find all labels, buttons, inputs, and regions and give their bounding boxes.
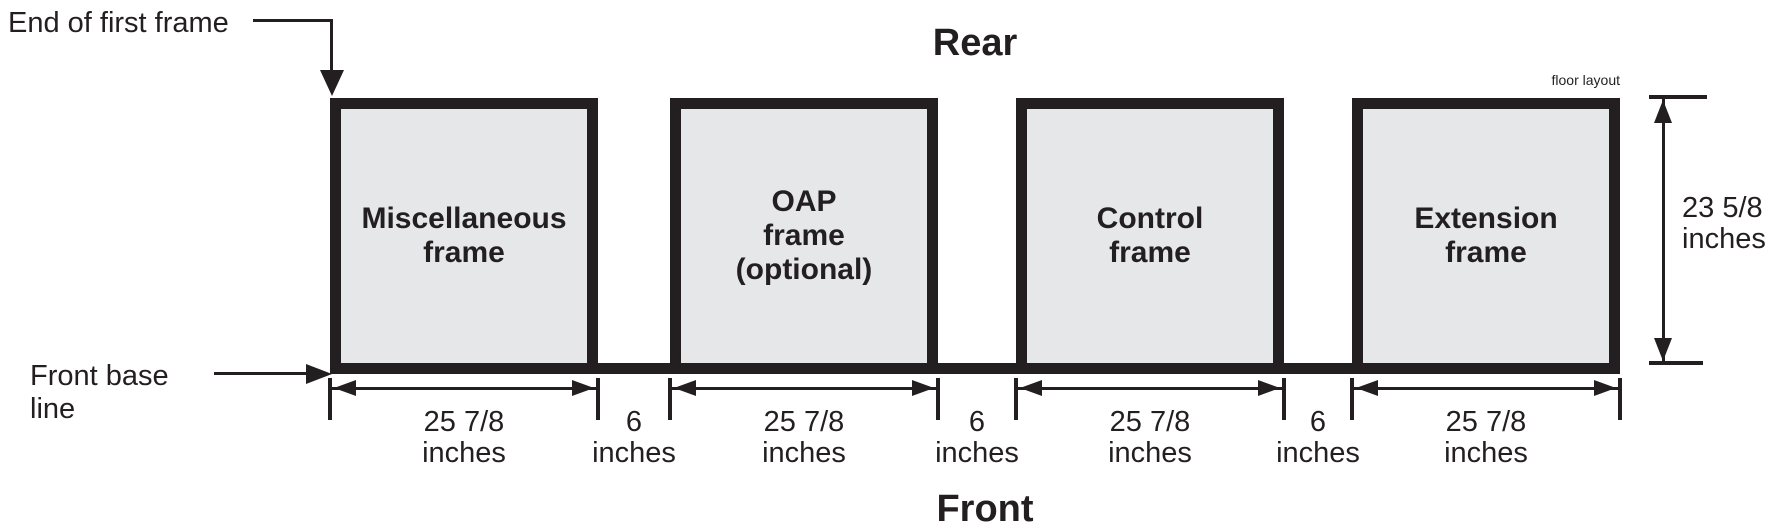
dim-label-frame-2: 25 7/8 inches bbox=[729, 407, 879, 469]
end-of-first-frame-leader-vertical bbox=[330, 19, 333, 72]
depth-value: 23 5/8 bbox=[1682, 192, 1763, 224]
frame-label: (optional) bbox=[735, 253, 873, 286]
dim-tick bbox=[1282, 378, 1286, 420]
dim-value: 25 7/8 bbox=[763, 406, 845, 438]
gap-value: 6 bbox=[968, 406, 986, 438]
gap-unit: inches bbox=[1276, 437, 1360, 469]
frame-label: frame bbox=[763, 219, 845, 252]
gap-label-1: 6 inches bbox=[584, 407, 684, 469]
dim-tick bbox=[1618, 378, 1622, 420]
dim-value: 25 7/8 bbox=[1445, 406, 1527, 438]
gap-unit: inches bbox=[935, 437, 1019, 469]
gap-label-2: 6 inches bbox=[927, 407, 1027, 469]
dim-tick bbox=[1014, 378, 1018, 420]
gap-value: 6 bbox=[1309, 406, 1327, 438]
right-arrow-icon bbox=[1594, 380, 1616, 396]
frame-label: frame bbox=[1445, 236, 1527, 269]
dim-unit: inches bbox=[762, 437, 846, 469]
depth-dim-top-tick bbox=[1649, 95, 1707, 99]
front-base-line-leader bbox=[214, 372, 308, 375]
frame-extension: Extension frame bbox=[1352, 98, 1620, 374]
dim-tick bbox=[668, 378, 672, 420]
front-title: Front bbox=[936, 488, 1034, 530]
depth-dim-label: 23 5/8 inches bbox=[1682, 193, 1767, 255]
frame-label: frame bbox=[1109, 236, 1191, 269]
end-of-first-frame-leader-horizontal bbox=[253, 19, 333, 22]
front-base-line-label: Front base line bbox=[30, 360, 169, 426]
gap-unit: inches bbox=[592, 437, 676, 469]
dim-tick bbox=[596, 378, 600, 420]
dim-line bbox=[1018, 387, 1282, 390]
right-arrow-icon bbox=[572, 380, 594, 396]
left-arrow-icon bbox=[1356, 380, 1378, 396]
frame-control: Control frame bbox=[1016, 98, 1284, 374]
depth-dim-bottom-tick bbox=[1649, 361, 1703, 365]
dim-tick bbox=[1350, 378, 1354, 420]
left-arrow-icon bbox=[674, 380, 696, 396]
frame-label: frame bbox=[423, 236, 505, 269]
dim-value: 25 7/8 bbox=[423, 406, 505, 438]
dim-unit: inches bbox=[422, 437, 506, 469]
end-of-first-frame-label: End of first frame bbox=[8, 7, 229, 39]
dim-line bbox=[332, 387, 596, 390]
dim-unit: inches bbox=[1108, 437, 1192, 469]
depth-dim-line bbox=[1662, 98, 1665, 362]
frame-miscellaneous: Miscellaneous frame bbox=[330, 98, 598, 374]
gap-value: 6 bbox=[625, 406, 643, 438]
right-arrow-icon bbox=[1258, 380, 1280, 396]
dim-line bbox=[1354, 387, 1618, 390]
dim-value: 25 7/8 bbox=[1109, 406, 1191, 438]
dim-label-frame-4: 25 7/8 inches bbox=[1411, 407, 1561, 469]
up-arrow-icon bbox=[1654, 100, 1672, 123]
dim-label-frame-3: 25 7/8 inches bbox=[1075, 407, 1225, 469]
down-arrow-icon bbox=[320, 70, 344, 96]
frame-label: OAP bbox=[771, 185, 837, 218]
down-arrow-icon bbox=[1654, 338, 1672, 361]
left-arrow-icon bbox=[334, 380, 356, 396]
front-base-line-label-line2: line bbox=[30, 393, 76, 425]
floor-layout-label: floor layout bbox=[1551, 72, 1620, 88]
frame-label: Miscellaneous bbox=[361, 202, 567, 235]
dim-label-frame-1: 25 7/8 inches bbox=[389, 407, 539, 469]
frame-label: Control bbox=[1096, 202, 1204, 235]
depth-unit: inches bbox=[1682, 223, 1766, 255]
left-arrow-icon bbox=[1020, 380, 1042, 396]
dim-tick bbox=[936, 378, 940, 420]
front-base-line bbox=[330, 363, 1620, 374]
frame-oap: OAP frame (optional) bbox=[670, 98, 938, 374]
rear-title: Rear bbox=[932, 22, 1018, 64]
frame-label: Extension bbox=[1414, 202, 1558, 235]
dim-line bbox=[672, 387, 936, 390]
right-arrow-icon bbox=[912, 380, 934, 396]
right-arrow-icon bbox=[306, 364, 332, 384]
dim-unit: inches bbox=[1444, 437, 1528, 469]
gap-label-3: 6 inches bbox=[1268, 407, 1368, 469]
dim-tick bbox=[328, 378, 332, 420]
front-base-line-label-line1: Front base bbox=[30, 360, 169, 392]
